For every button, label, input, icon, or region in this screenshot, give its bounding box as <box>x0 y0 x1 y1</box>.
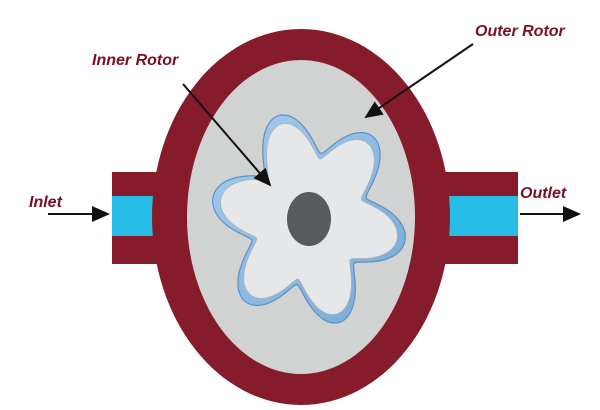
inner-rotor-pointer <box>182 83 272 187</box>
inner-rotor-label: Inner Rotor <box>92 52 179 69</box>
inner-rotor <box>212 114 406 324</box>
outlet-label: Outlet <box>520 185 567 202</box>
inlet-label: Inlet <box>29 194 62 211</box>
rotor-hub <box>287 192 331 246</box>
callout-arrows <box>48 43 581 222</box>
outer-rotor-label: Outer Rotor <box>475 23 565 40</box>
outer-rotor-pointer <box>364 43 474 119</box>
